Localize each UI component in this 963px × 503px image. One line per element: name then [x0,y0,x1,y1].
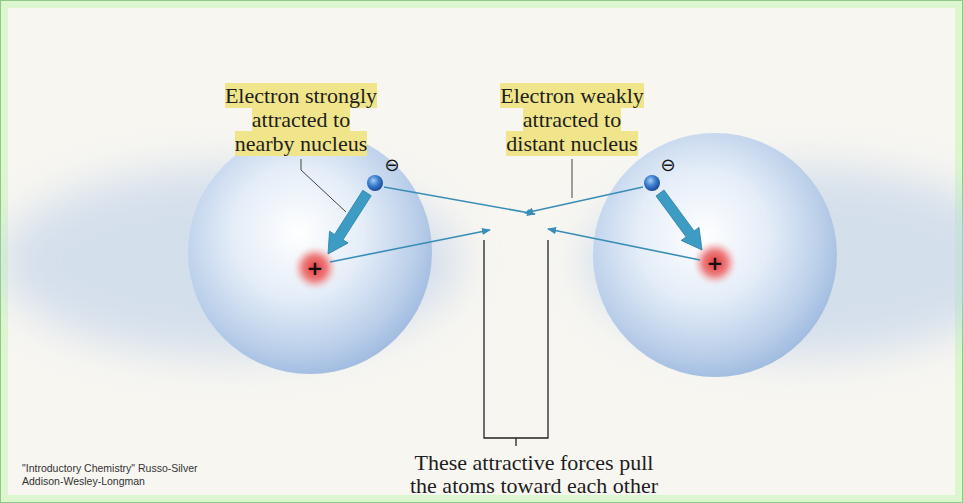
atom-sphere [593,133,837,377]
charge-symbol: + [307,256,324,280]
callout-text-holder: Electron strongly attracted to nearby nu… [221,84,381,156]
strong-force-arrow [328,190,371,254]
electron [367,175,383,191]
callout-text-holder: Electron weakly attracted to distant nuc… [492,84,652,156]
charge-symbol-holder: ⊖ [660,155,675,175]
leader-line [301,159,346,212]
charge-symbol: + [707,251,724,275]
electron [644,175,660,191]
charge-symbol-holder: + [307,257,324,279]
charge-symbol-holder: ⊖ [384,155,399,175]
leader-line [572,159,573,198]
force-arrows [330,187,700,262]
bracket-label: These attractive forces pull the atoms t… [410,450,658,498]
atom-sphere [188,130,432,374]
citation-holder: "Introductory Chemistry" Russo-Silver [22,462,198,475]
callout-text: Electron weakly attracted to distant nuc… [500,83,644,156]
charge-symbol-holder: + [707,252,724,274]
citation: Addison-Wesley-Longman [22,475,145,487]
bracket-label-holder: These attractive forces pull the atoms t… [405,451,663,497]
charge-symbol: ⊖ [660,154,675,175]
callout-text: Electron strongly attracted to nearby nu… [225,83,377,156]
citation-holder: Addison-Wesley-Longman [22,475,145,488]
strong-force-arrow [656,190,702,250]
charge-symbol: ⊖ [384,154,399,175]
bracket [484,240,548,446]
citation: "Introductory Chemistry" Russo-Silver [22,462,198,474]
